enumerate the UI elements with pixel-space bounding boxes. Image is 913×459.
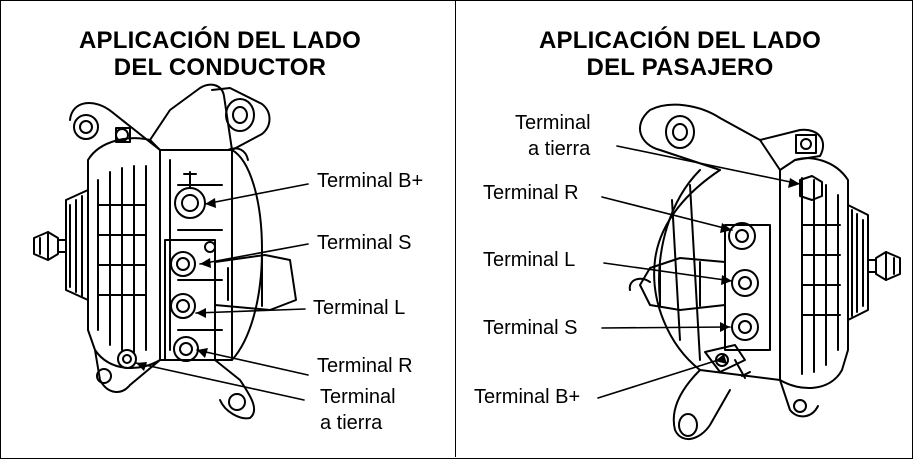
- leader-arrowheads: [136, 178, 800, 371]
- left-panel-title: APLICACIÓN DEL LADO DEL CONDUCTOR: [60, 27, 380, 81]
- right-title-line2: DEL PASAJERO: [586, 54, 774, 81]
- left-alternator-drawing: [33, 83, 297, 420]
- right-label-ground-line2: a tierra: [528, 138, 591, 160]
- left-title-line1: APLICACIÓN DEL LADO: [78, 27, 362, 54]
- right-alternator-drawing: [628, 103, 901, 440]
- right-label-terminal-r: Terminal R: [483, 182, 579, 204]
- right-panel-title: APLICACIÓN DEL LADO DEL PASAJERO: [510, 27, 850, 81]
- right-label-terminal-b-plus: Terminal B+: [474, 386, 581, 408]
- right-leader-lines: [597, 145, 801, 399]
- right-label-terminal-s: Terminal S: [483, 317, 578, 339]
- left-label-ground-line1: Terminal: [320, 386, 396, 408]
- right-label-ground-line1: Terminal: [515, 112, 591, 134]
- left-label-terminal-b-plus: Terminal B+: [317, 170, 424, 192]
- left-label-terminal-s: Terminal S: [317, 232, 412, 254]
- left-label-terminal-r: Terminal R: [317, 355, 413, 377]
- left-label-ground-line2: a tierra: [320, 412, 383, 434]
- right-label-terminal-l: Terminal L: [483, 249, 576, 271]
- left-leader-lines: [135, 183, 309, 401]
- left-label-terminal-l: Terminal L: [313, 297, 406, 319]
- panel-divider: [455, 0, 456, 457]
- left-title-line2: DEL CONDUCTOR: [113, 54, 327, 81]
- right-title-line1: APLICACIÓN DEL LADO: [538, 27, 822, 54]
